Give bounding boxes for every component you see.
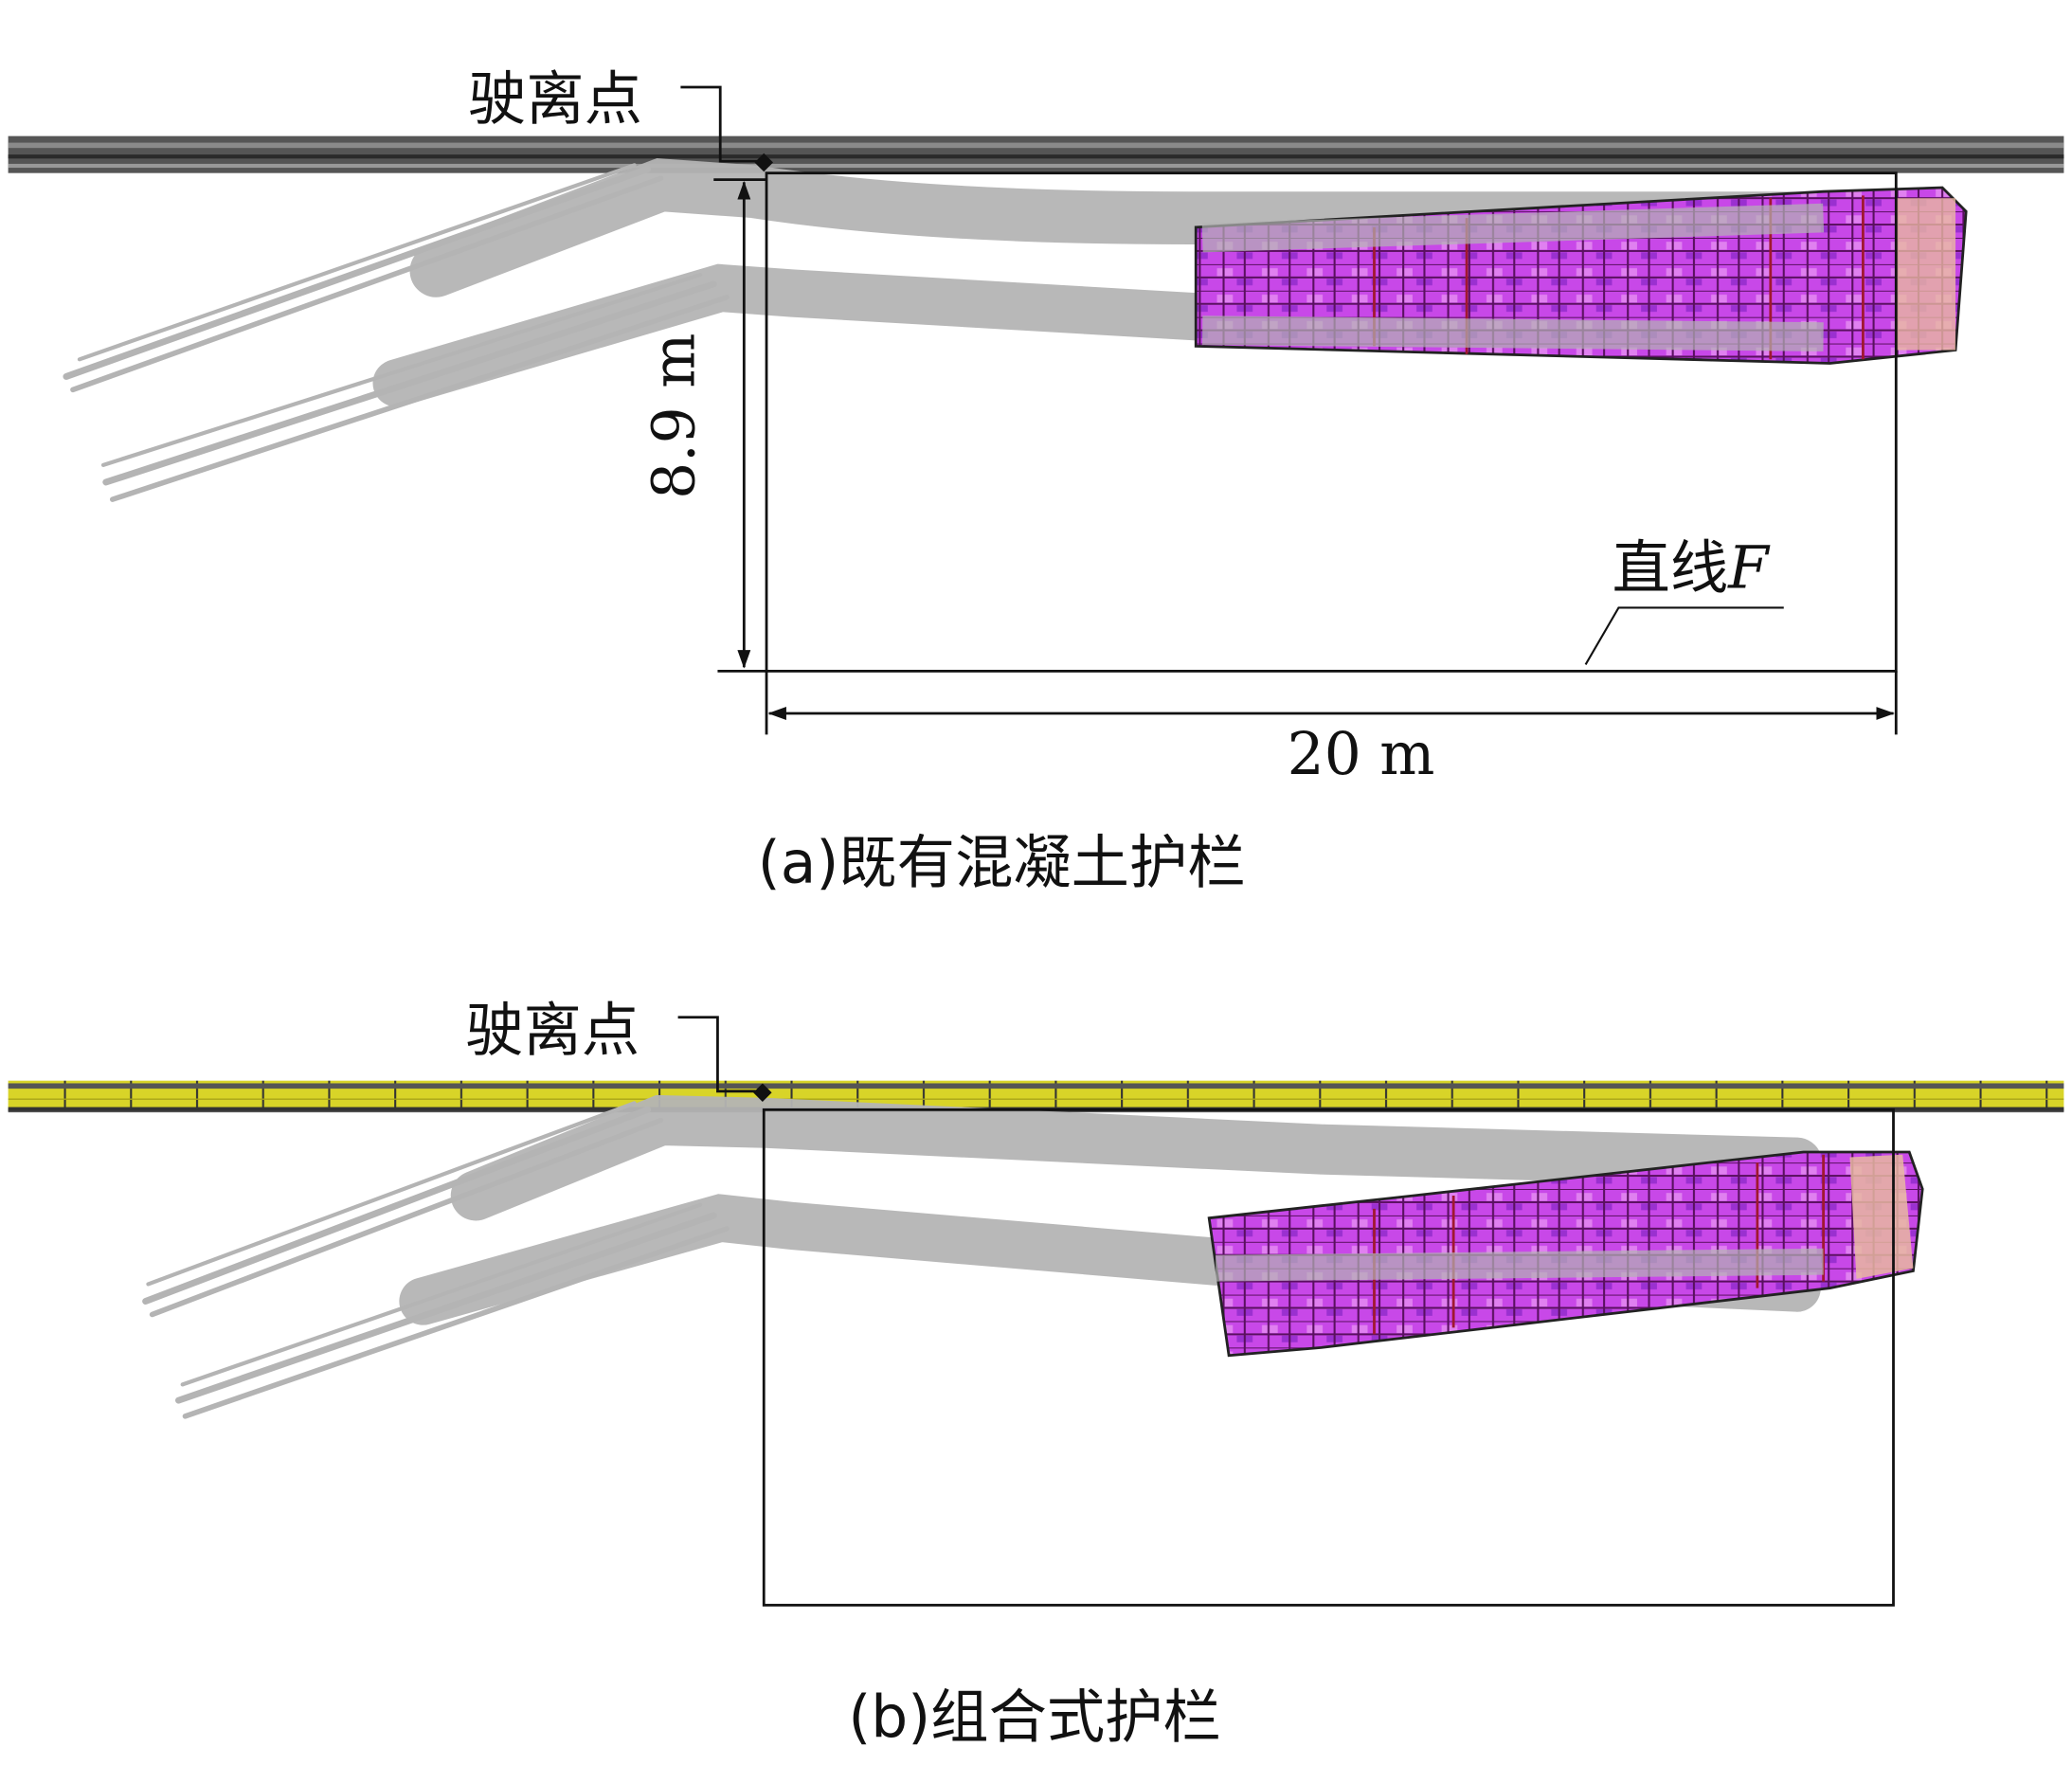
height-dimension-label: 8.9 m [640,333,708,499]
bus-vehicle [1194,186,1968,365]
line-f-leader [1584,606,1784,665]
caption-a: (a)既有混凝土护栏 [758,830,1246,897]
exit-point-label: 驶离点 [465,998,640,1065]
exit-point-marker [680,85,774,172]
frame-box [765,171,1898,673]
composite-barrier [8,1080,2064,1113]
panel-b: 驶离点 (b)组合式护栏 [8,998,2064,1752]
bus-vehicle [1207,1150,1924,1358]
width-dimension [765,671,1898,735]
caption-b: (b)组合式护栏 [848,1684,1221,1752]
panel-a: 驶离点 8.9 m 20 m 直线F (a)既有混凝土护栏 [8,66,2064,897]
exit-point-marker [677,1016,772,1102]
width-dimension-label: 20 m [1288,721,1435,788]
concrete-barrier [8,135,2064,173]
frame-box [762,1108,1895,1607]
height-dimension [713,178,767,673]
diamond-icon [754,153,774,172]
diamond-icon [753,1083,772,1102]
line-f-label: 直线F [1612,535,1771,603]
exit-point-label: 驶离点 [468,66,642,134]
